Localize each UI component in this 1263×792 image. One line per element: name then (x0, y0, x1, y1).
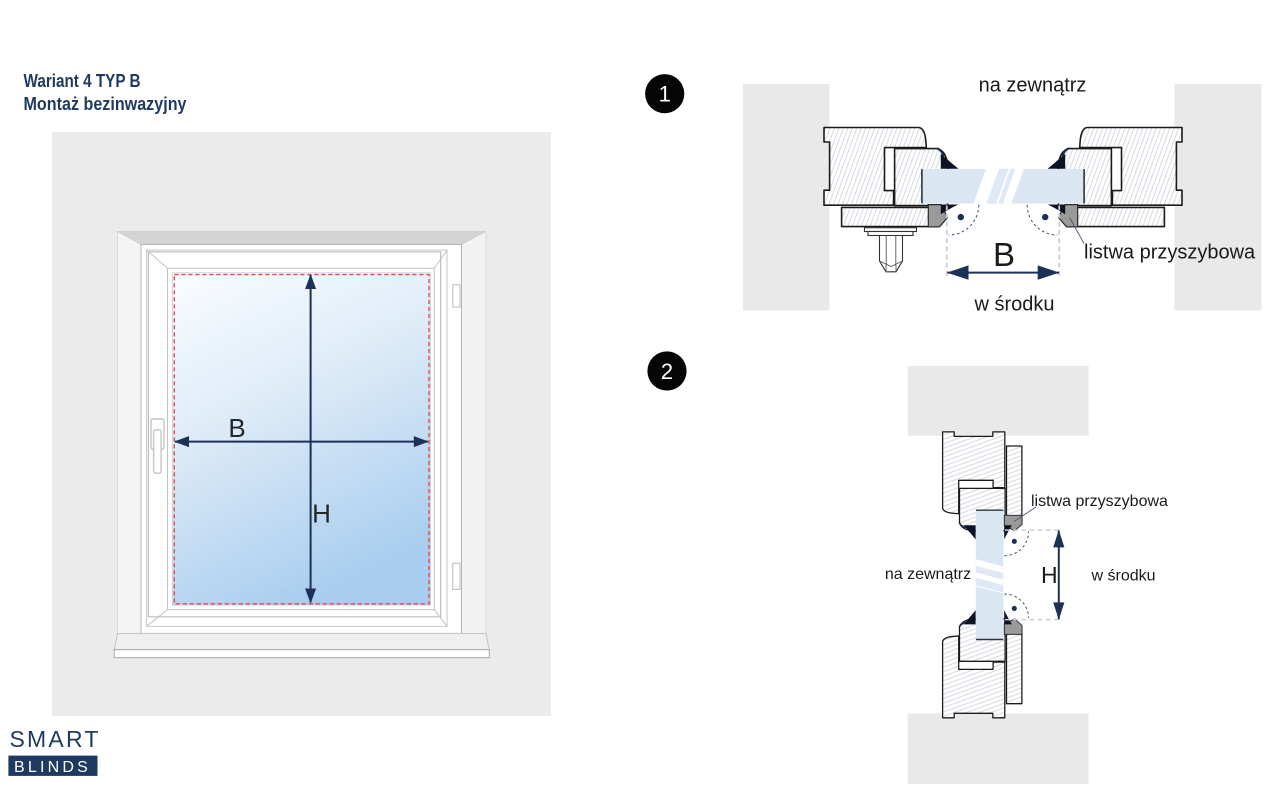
svg-text:listwa przyszybowa: listwa przyszybowa (1031, 493, 1168, 510)
svg-text:BLINDS: BLINDS (14, 759, 91, 776)
svg-text:SMART: SMART (10, 726, 101, 752)
svg-text:B: B (228, 413, 245, 443)
svg-text:w środku: w środku (1090, 568, 1155, 585)
svg-text:na zewnątrz: na zewnątrz (885, 566, 971, 583)
svg-text:na zewnątrz: na zewnątrz (979, 75, 1087, 97)
svg-text:H: H (312, 499, 331, 529)
svg-text:1: 1 (659, 82, 671, 107)
svg-text:listwa przyszybowa: listwa przyszybowa (1084, 242, 1256, 264)
svg-text:B: B (993, 236, 1015, 273)
svg-text:w środku: w środku (973, 294, 1054, 316)
svg-text:2: 2 (661, 359, 673, 384)
svg-text:Montaż bezinwazyjny: Montaż bezinwazyjny (24, 93, 188, 114)
svg-text:Wariant 4 TYP B: Wariant 4 TYP B (24, 70, 141, 91)
svg-text:H: H (1041, 562, 1058, 588)
